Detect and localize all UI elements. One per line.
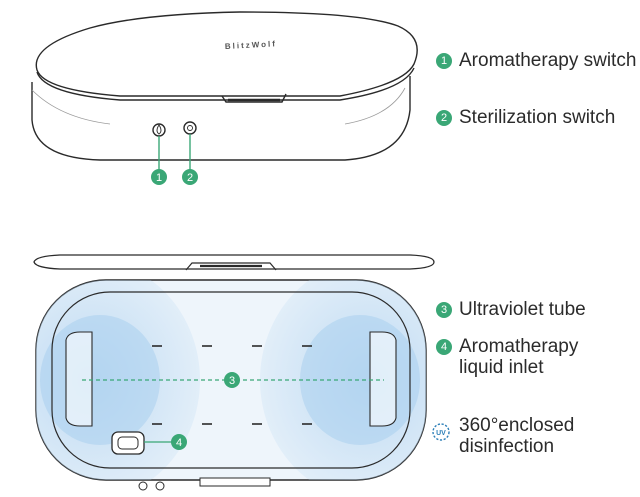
callout-label: Ultraviolet tube xyxy=(459,299,586,320)
callout-label: Aromatherapy liquid inlet xyxy=(459,336,579,378)
callout-number: 1 xyxy=(436,53,452,69)
marker-3 xyxy=(224,372,240,388)
callout-number: 4 xyxy=(436,339,452,355)
aromatherapy-inlet-icon xyxy=(111,431,145,455)
bottom-callout-markers: 3 4 xyxy=(171,372,240,450)
callout-aromatherapy-inlet: 4 Aromatherapy liquid inlet xyxy=(436,336,616,378)
closed-box-illustration xyxy=(31,11,418,161)
marker-2-label: 2 xyxy=(187,172,193,184)
callout-number: 3 xyxy=(436,302,452,318)
callout-sterilization-switch: 2 Sterilization switch xyxy=(436,107,615,128)
callout-ultraviolet-tube: 3 Ultraviolet tube xyxy=(436,299,586,320)
marker-1-label: 1 xyxy=(156,172,162,184)
callout-label: Aromatherapy switch xyxy=(459,50,637,71)
callout-aromatherapy-switch: 1 Aromatherapy switch xyxy=(436,50,636,71)
marker-4-label: 4 xyxy=(176,437,182,449)
marker-2 xyxy=(182,169,198,185)
marker-4 xyxy=(171,434,187,450)
marker-3-label: 3 xyxy=(229,375,235,387)
brand-logo: BlitzWolf xyxy=(225,39,277,51)
callout-label: Sterilization switch xyxy=(459,107,616,128)
callout-360-disinfection: UV 360°enclosed disinfection xyxy=(430,415,620,457)
uv-icon-text: UV xyxy=(436,430,446,437)
callout-number: 2 xyxy=(436,110,452,126)
callout-label: 360°enclosed disinfection xyxy=(459,415,575,457)
open-box-illustration xyxy=(33,254,435,491)
top-callout-markers: 1 2 xyxy=(151,134,198,185)
uv-shield-icon: UV xyxy=(432,423,450,441)
marker-1 xyxy=(151,169,167,185)
